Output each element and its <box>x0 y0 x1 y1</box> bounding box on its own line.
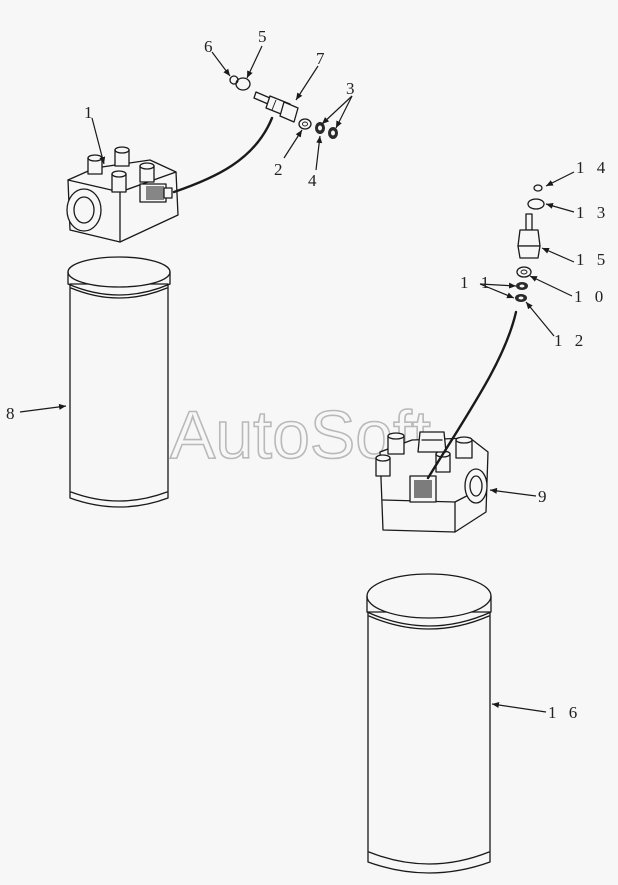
callout-1: 1 <box>84 103 97 122</box>
washers-11-12 <box>515 282 528 302</box>
callout-7: 7 <box>316 49 329 68</box>
o-ring-13 <box>527 198 545 210</box>
filter-head-1 <box>66 146 179 243</box>
o-ring-5 <box>235 77 251 91</box>
washers-3-4 <box>315 122 338 139</box>
filter-element-16 <box>366 573 492 874</box>
callout-15: 1 5 <box>576 250 609 269</box>
callout-10: 1 0 <box>574 287 607 306</box>
washer-10 <box>516 266 532 278</box>
sender-7 <box>253 91 299 123</box>
callout-12: 1 2 <box>554 331 587 350</box>
callout-11: 1 1 <box>460 273 493 292</box>
callout-9: 9 <box>538 487 551 506</box>
callout-13: 1 3 <box>576 203 609 222</box>
washer-2 <box>298 118 312 130</box>
callout-4: 4 <box>308 171 321 190</box>
callout-5: 5 <box>258 27 271 46</box>
callout-8: 8 <box>6 404 19 423</box>
callout-16: 1 6 <box>548 703 581 722</box>
callout-14: 1 4 <box>576 158 609 177</box>
o-ring-14 <box>533 184 543 192</box>
filter-head-9 <box>375 431 489 533</box>
sender-15 <box>517 213 541 259</box>
callout-6: 6 <box>204 37 217 56</box>
callout-3: 3 <box>346 79 359 98</box>
leader-lines <box>19 45 575 713</box>
filter-element-8 <box>67 256 171 508</box>
callout-2: 2 <box>274 160 287 179</box>
o-ring-6 <box>229 75 239 85</box>
callout-labels: 1 2 3 4 5 6 7 8 9 1 0 1 1 1 2 1 3 1 4 1 … <box>6 27 609 722</box>
